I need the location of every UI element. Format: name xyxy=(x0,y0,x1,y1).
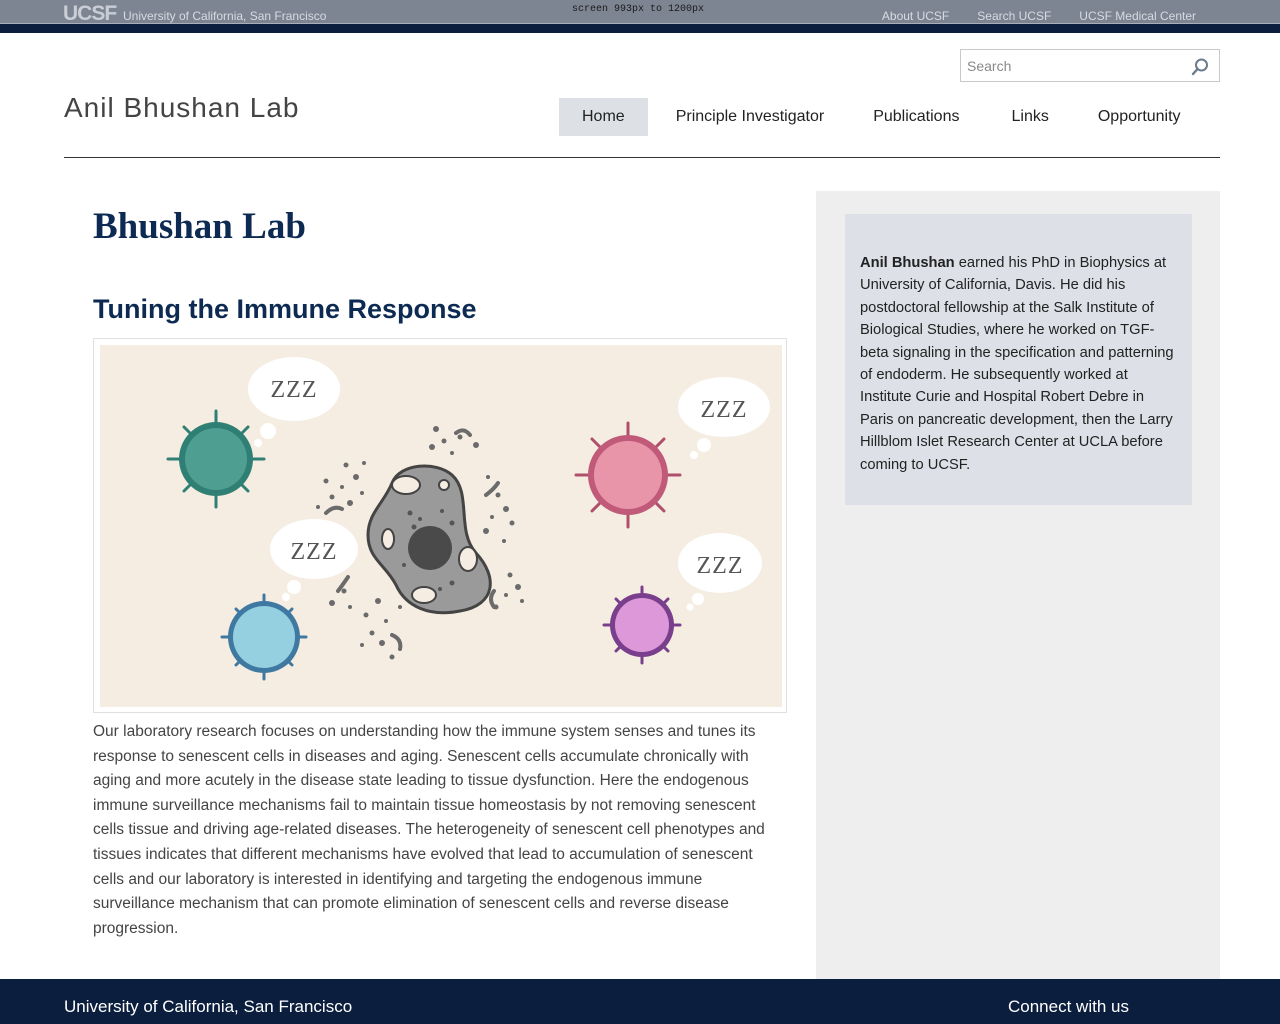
about-ucsf-link[interactable]: About UCSF xyxy=(881,9,950,23)
nav-links[interactable]: Links xyxy=(1011,108,1049,125)
bio-name: Anil Bhushan xyxy=(860,255,955,271)
thought-bubble-pink xyxy=(678,377,770,459)
page-title: Bhushan Lab xyxy=(93,206,306,247)
main-nav: Home Principle Investigator Publications… xyxy=(559,98,1204,136)
search-box xyxy=(960,49,1220,82)
illustration-svg: ZZZ ZZZ ZZZ ZZZ xyxy=(100,345,782,707)
zzz-label-purple: ZZZ xyxy=(697,553,744,579)
search-icon xyxy=(1191,58,1208,76)
section-title: Tuning the Immune Response xyxy=(93,294,477,324)
ucsf-logo-text: UCSF xyxy=(63,2,117,25)
thought-bubble-purple xyxy=(678,533,762,611)
site-title[interactable]: Anil Bhushan Lab xyxy=(64,92,300,123)
nav-home[interactable]: Home xyxy=(559,98,648,136)
senescent-cell-debris xyxy=(316,426,524,660)
ucsf-logo[interactable]: UCSF xyxy=(63,2,117,25)
search-button[interactable] xyxy=(1189,56,1211,78)
thought-bubble-blue xyxy=(270,519,358,601)
search-ucsf-link[interactable]: Search UCSF xyxy=(977,9,1052,23)
top-utility-bar xyxy=(0,0,1280,24)
blue-immune-cell xyxy=(220,593,308,681)
nav-principle-investigator[interactable]: Principle Investigator xyxy=(675,108,825,125)
bio-text: earned his PhD in Biophysics at Universi… xyxy=(860,255,1174,473)
screen-size-note: screen 993px to 1200px xyxy=(572,4,705,15)
ucsf-medical-center-link[interactable]: UCSF Medical Center xyxy=(1079,9,1196,23)
search-input[interactable] xyxy=(961,50,1181,81)
university-name-link[interactable]: University of California, San Francisco xyxy=(123,9,327,23)
zzz-label-blue: ZZZ xyxy=(291,539,338,565)
research-description: Our laboratory research focuses on under… xyxy=(93,723,765,937)
immune-response-illustration: ZZZ ZZZ ZZZ ZZZ xyxy=(93,338,787,713)
footer: University of California, San Francisco … xyxy=(0,979,1280,1024)
purple-immune-cell xyxy=(602,585,682,665)
teal-immune-cell xyxy=(166,409,266,509)
nav-publications[interactable]: Publications xyxy=(873,108,960,125)
footer-connect-heading: Connect with us xyxy=(1008,997,1129,1016)
top-navy-stripe xyxy=(0,23,1280,33)
nav-opportunity[interactable]: Opportunity xyxy=(1097,108,1181,125)
footer-university-name[interactable]: University of California, San Francisco xyxy=(64,997,353,1016)
bio-card: Anil Bhushan earned his PhD in Biophysic… xyxy=(845,214,1192,505)
header-divider xyxy=(64,157,1220,158)
senescent-cell xyxy=(366,464,492,615)
pink-immune-cell xyxy=(574,421,682,529)
top-links: About UCSF Search UCSF UCSF Medical Cent… xyxy=(882,9,1196,23)
thought-bubble-teal xyxy=(248,357,340,447)
zzz-label-pink: ZZZ xyxy=(701,397,748,423)
zzz-label-teal: ZZZ xyxy=(271,377,318,403)
